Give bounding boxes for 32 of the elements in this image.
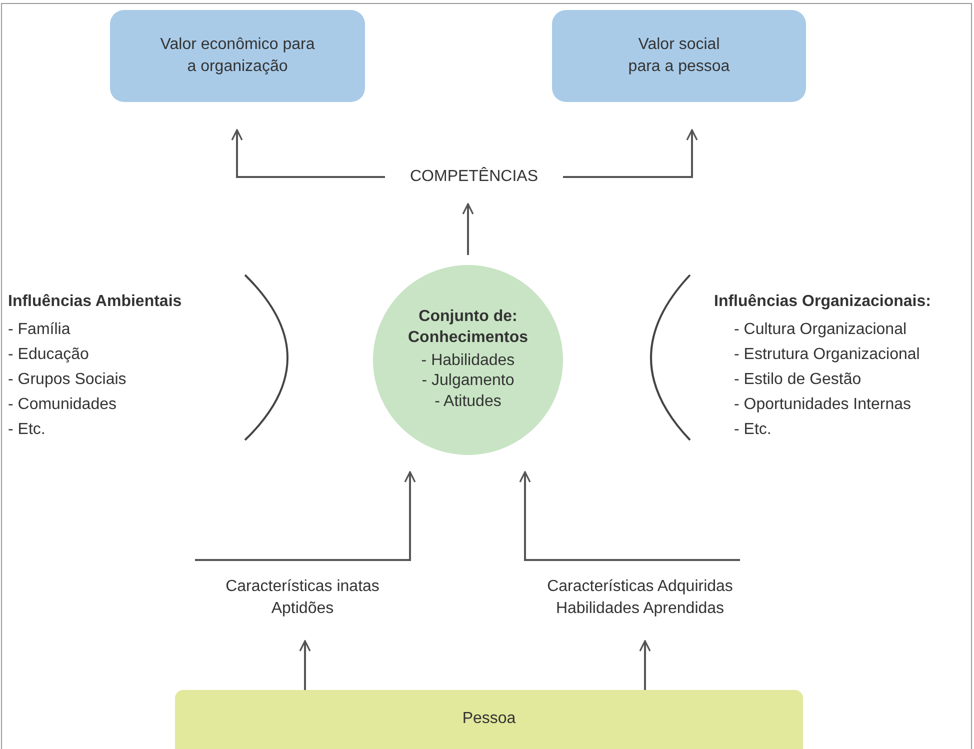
list-item: - Atitudes — [434, 392, 502, 412]
arrow — [519, 471, 740, 561]
list-heading: Influências Ambientais — [8, 292, 182, 312]
box-text: Valor econômico para a organização — [160, 35, 315, 77]
list-item: - Estrutura Organizacional — [734, 345, 920, 364]
characteristics-label: Características Adquiridas Habilidades Aprendidas — [525, 560, 755, 635]
list-item: - Estilo de Gestão — [734, 370, 862, 390]
list-item: - Grupos Sociais — [8, 370, 126, 390]
arrow — [563, 129, 698, 178]
box-text: Valor social para a pessoa — [627, 35, 731, 77]
list-item: - Comunidades — [8, 395, 116, 414]
list-item: - Etc. — [8, 420, 46, 440]
arrow — [231, 129, 385, 178]
list-item: - Oportunidades Internas — [734, 395, 911, 414]
arrow — [639, 640, 651, 690]
list-item: - Julgamento — [422, 371, 514, 392]
list-heading: Influências Organizacionais: — [714, 292, 931, 312]
arrow — [195, 471, 416, 561]
value-box — [110, 10, 365, 102]
person-band — [175, 690, 803, 749]
list-item: - Etc. — [734, 420, 772, 440]
characteristics-label: Características inatas Aptidões — [195, 560, 410, 635]
arrow — [299, 640, 311, 690]
list-item: - Habilidades — [421, 350, 515, 371]
arrow — [462, 203, 474, 255]
list-item: - Educação — [8, 345, 89, 364]
list-item: - Família — [8, 320, 70, 340]
competencies-label: COMPETÊNCIAS — [385, 160, 563, 194]
value-box — [552, 10, 806, 102]
box-text: Pessoa — [462, 709, 516, 730]
circle-heading: Conjunto de: Conhecimentos — [406, 307, 529, 348]
list-item: - Cultura Organizacional — [734, 320, 907, 340]
